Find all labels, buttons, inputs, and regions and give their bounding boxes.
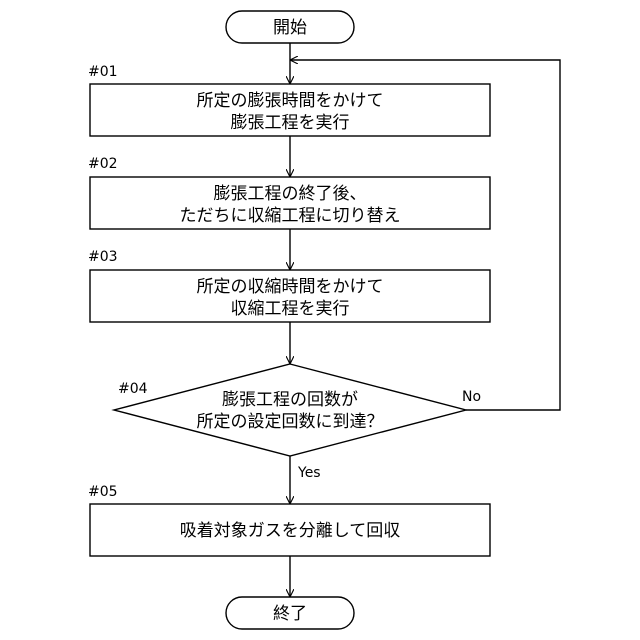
step1-line2: 膨張工程を実行 [231,113,350,133]
step2-line1: 膨張工程の終了後、 [214,184,367,204]
step2-id: #02 [88,156,118,172]
end-label: 終了 [273,604,307,624]
decision-line2: 所定の設定回数に到達？ [197,412,384,432]
step5-id: #05 [88,484,118,500]
step3-id: #03 [88,249,118,265]
step5-line1: 吸着対象ガスを分離して回収 [180,521,401,541]
step1-line1: 所定の膨張時間をかけて [197,91,384,111]
decision-line1: 膨張工程の回数が [222,390,358,410]
no-label: No [462,389,481,405]
step3-line1: 所定の収縮時間をかけて [197,277,384,297]
start-label: 開始 [273,18,307,38]
decision-diamond [114,364,466,456]
step3-line2: 収縮工程を実行 [231,299,350,319]
decision-id: #04 [118,381,148,397]
step1-id: #01 [88,64,118,80]
yes-label: Yes [297,465,321,481]
step2-line2: ただちに収縮工程に切り替え [180,206,401,226]
